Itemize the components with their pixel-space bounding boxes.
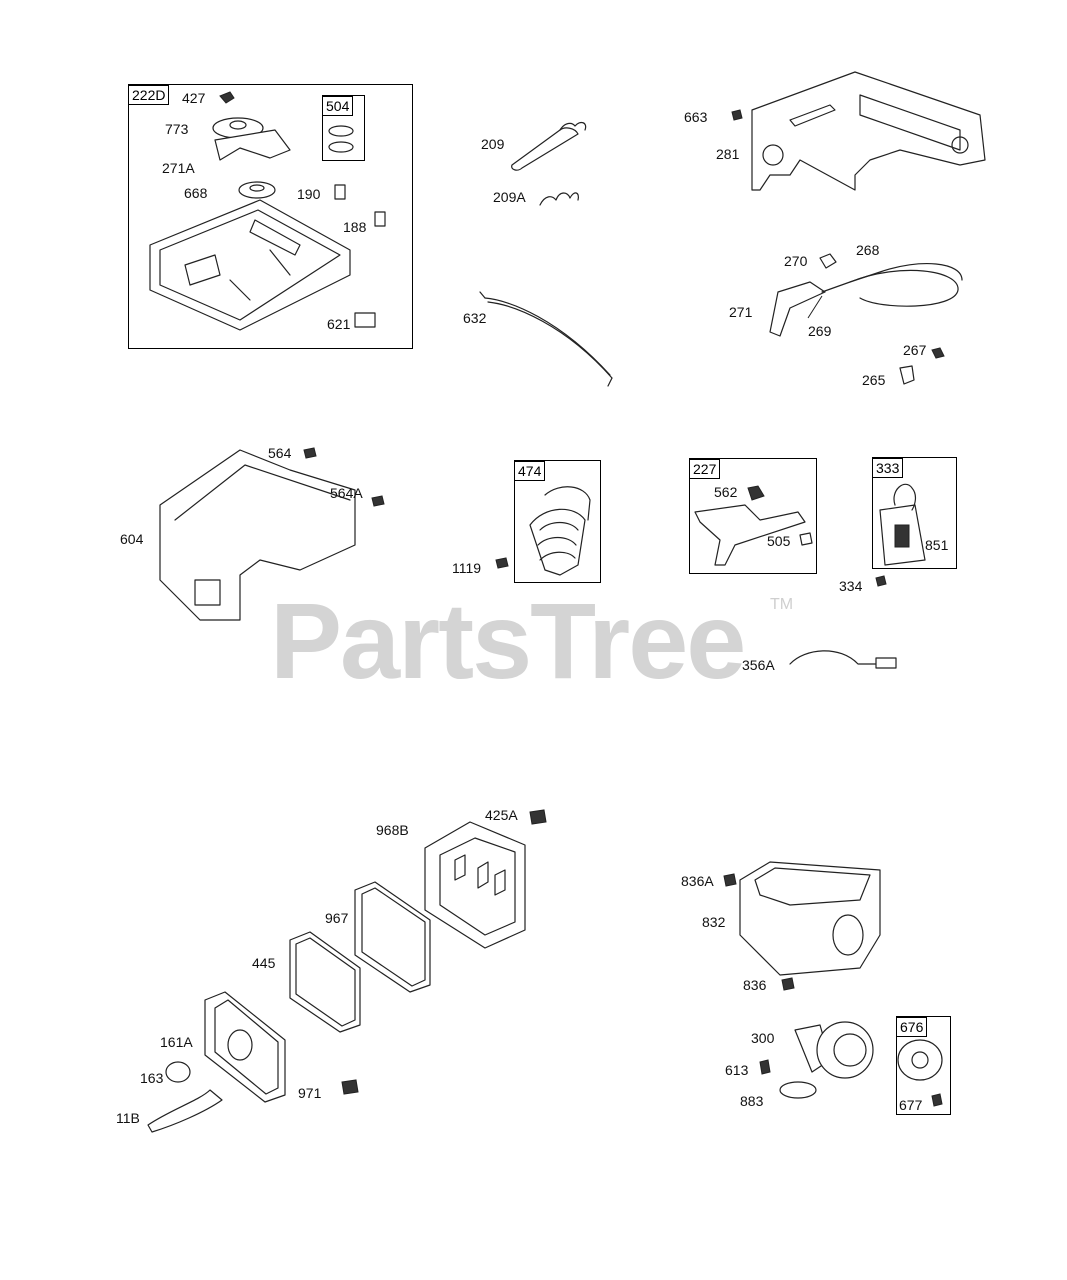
part-label-613[interactable]: 613: [725, 1062, 749, 1078]
watermark-text: PartsTree: [270, 580, 746, 701]
part-label-271[interactable]: 271: [729, 304, 753, 320]
air-cleaner-drawing: [147, 809, 547, 1133]
part-label-269[interactable]: 269: [808, 323, 832, 339]
ground-wire-drawing: [789, 650, 897, 669]
part-label-505[interactable]: 505: [767, 533, 791, 549]
part-label-632[interactable]: 632: [463, 310, 487, 326]
armature-drawing: [875, 483, 926, 587]
part-label-356A[interactable]: 356A: [742, 657, 775, 673]
part-label-209[interactable]: 209: [481, 136, 505, 152]
part-label-425A[interactable]: 425A: [485, 807, 518, 823]
kit-box-504: [322, 95, 365, 161]
part-label-1119[interactable]: 1119: [452, 560, 482, 576]
part-label-851[interactable]: 851: [925, 537, 949, 553]
part-label-300[interactable]: 300: [751, 1030, 775, 1046]
spark-arrestor-drawing: [897, 1039, 943, 1107]
part-label-190[interactable]: 190: [297, 186, 321, 202]
part-label-836[interactable]: 836: [743, 977, 767, 993]
part-label-188[interactable]: 188: [343, 219, 367, 235]
part-label-677[interactable]: 677: [899, 1097, 923, 1113]
washer-kit-drawing: [328, 125, 354, 153]
throttle-cable-drawing: [769, 253, 963, 385]
kit-box-474: [514, 460, 601, 583]
part-label-161A[interactable]: 161A: [160, 1034, 193, 1050]
part-label-668[interactable]: 668: [184, 185, 208, 201]
kit-box-222D: [128, 84, 413, 349]
spring-drawing: [479, 121, 613, 387]
ignition-coil-drawing: [495, 486, 591, 576]
part-label-836A[interactable]: 836A: [681, 873, 714, 889]
kit-tag-333: 333: [872, 458, 904, 478]
kit-tag-474: 474: [514, 461, 546, 481]
part-label-163[interactable]: 163: [140, 1070, 164, 1086]
muffler-drawing: [723, 861, 881, 1099]
part-label-270[interactable]: 270: [784, 253, 808, 269]
part-label-562[interactable]: 562: [714, 484, 738, 500]
part-label-883[interactable]: 883: [740, 1093, 764, 1109]
part-label-604[interactable]: 604: [120, 531, 144, 547]
part-label-971[interactable]: 971: [298, 1085, 322, 1101]
part-label-268[interactable]: 268: [856, 242, 880, 258]
kit-box-676: [896, 1016, 951, 1115]
kit-box-227: [689, 458, 817, 574]
part-label-564A[interactable]: 564A: [330, 485, 363, 501]
part-label-967[interactable]: 967: [325, 910, 349, 926]
kit-tag-227: 227: [689, 459, 721, 479]
part-label-773[interactable]: 773: [165, 121, 189, 137]
part-label-621[interactable]: 621: [327, 316, 351, 332]
kit-tag-504: 504: [322, 96, 354, 116]
kit-box-333: [872, 457, 957, 569]
part-label-11B[interactable]: 11B: [116, 1110, 140, 1126]
kit-tag-676: 676: [896, 1017, 928, 1037]
part-label-968B[interactable]: 968B: [376, 822, 409, 838]
control-bracket-drawing: [149, 91, 386, 331]
part-label-281[interactable]: 281: [716, 146, 740, 162]
part-label-334[interactable]: 334: [839, 578, 863, 594]
part-label-271A[interactable]: 271A: [162, 160, 195, 176]
part-label-427[interactable]: 427: [182, 90, 206, 106]
part-label-267[interactable]: 267: [903, 342, 927, 358]
part-label-832[interactable]: 832: [702, 914, 726, 930]
kit-tag-222D: 222D: [128, 85, 170, 105]
part-label-445[interactable]: 445: [252, 955, 276, 971]
leader-lines: [807, 295, 823, 319]
part-label-564[interactable]: 564: [268, 445, 292, 461]
watermark-trademark: TM: [770, 596, 794, 613]
blower-housing-drawing: [731, 71, 986, 191]
part-label-265[interactable]: 265: [862, 372, 886, 388]
part-label-663[interactable]: 663: [684, 109, 708, 125]
engine-cover-drawing: [159, 447, 385, 621]
part-label-209A[interactable]: 209A: [493, 189, 526, 205]
throttle-bracket-drawing: [694, 485, 813, 566]
